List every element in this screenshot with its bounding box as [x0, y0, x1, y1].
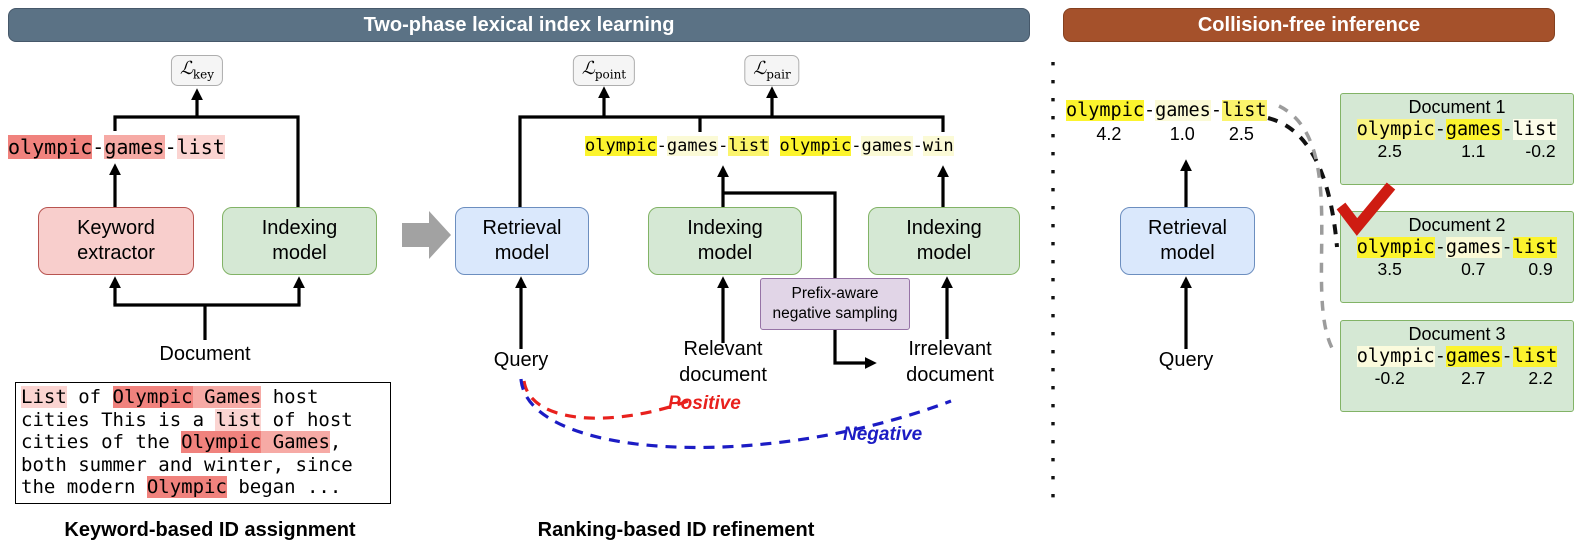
- query-score-olympic: 4.2: [1096, 124, 1122, 144]
- document-3-card: Document 3 olympic-games-list -0.2 2.7 2…: [1340, 320, 1574, 412]
- banner-two-phase-label: Two-phase lexical index learning: [363, 13, 675, 36]
- document-2-card: Document 2 olympic-games-list 3.5 0.7 0.…: [1340, 211, 1574, 303]
- document-2-id-text: olympic-games-list: [1356, 237, 1558, 258]
- banner-collision-free-label: Collision-free inference: [1197, 13, 1421, 36]
- indexing-model-box-2: Indexing model: [868, 207, 1020, 275]
- indexing-model-label: Indexing model: [261, 217, 338, 264]
- doc1-score-olympic: 2.5: [1377, 141, 1402, 161]
- loss-point-box: ℒpoint: [572, 55, 636, 86]
- query-id-text: olympic-games-list: [1066, 100, 1267, 121]
- doc3-score-list: 2.2: [1528, 368, 1553, 388]
- document-2-title: Document 2: [1408, 215, 1506, 235]
- indexing-model-box-1: Indexing model: [648, 207, 802, 275]
- document-3-scores: -0.2 2.7 2.2: [1341, 368, 1573, 389]
- irrelevant-document-label: Irrelevant document: [906, 338, 994, 386]
- loss-pair-sub: pair: [766, 67, 791, 82]
- doc2-score-list: 0.9: [1528, 259, 1553, 279]
- query-label-right: Query: [1158, 349, 1214, 371]
- document-3-title: Document 3: [1408, 324, 1506, 344]
- loss-point-symbol: ℒ: [581, 58, 595, 79]
- retrieval-model-box-right: Retrieval model: [1120, 207, 1255, 275]
- retrieval-model-box-middle: Retrieval model: [455, 207, 589, 275]
- positive-label: Positive: [668, 393, 741, 414]
- middle-bracket-line: [518, 115, 945, 208]
- query-label-middle: Query: [493, 349, 549, 371]
- loss-pair-symbol: ℒ: [753, 58, 767, 79]
- relevant-document-label: Relevant document: [679, 338, 767, 386]
- middle-id1-text: olympic-games-list: [585, 136, 770, 156]
- document-2-scores: 3.5 0.7 0.9: [1341, 259, 1573, 280]
- loss-key-box: ℒkey: [170, 55, 224, 86]
- match-doc3-dashed-curve: [1278, 104, 1335, 351]
- query-score-games: 1.0: [1169, 124, 1195, 144]
- doc3-score-olympic: -0.2: [1374, 368, 1405, 388]
- middle-id-row: olympic-games-list olympic-games-win: [585, 136, 954, 156]
- loss-key-sub: key: [192, 67, 215, 82]
- positive-dashed-curve: [522, 380, 695, 420]
- document-1-scores: 2.5 1.1 -0.2: [1341, 141, 1573, 162]
- doc1-score-list: -0.2: [1525, 141, 1556, 161]
- keyword-extractor-label: Keyword extractor: [77, 217, 155, 264]
- doc2-score-games: 0.7: [1461, 259, 1486, 279]
- loss-key-symbol: ℒ: [179, 58, 193, 79]
- loss-pair-box: ℒpair: [744, 55, 800, 86]
- negative-dashed-curve: [519, 378, 952, 450]
- id-space: [769, 136, 779, 156]
- document-label: Document: [159, 343, 251, 365]
- indexing-model-2-label: Indexing model: [906, 217, 982, 264]
- right-block-arrow-icon: [402, 211, 451, 259]
- doc1-score-games: 1.1: [1461, 141, 1486, 161]
- retrieval-model-right-label: Retrieval model: [1148, 217, 1227, 264]
- doc2-score-olympic: 3.5: [1377, 259, 1402, 279]
- middle-id2-text: olympic-games-win: [779, 136, 954, 156]
- match-doc2-dashed-curve: [1267, 116, 1339, 248]
- document-1-card: Document 1 olympic-games-list 2.5 1.1 -0…: [1340, 93, 1574, 185]
- loss-point-sub: point: [594, 67, 627, 82]
- keyword-extractor-box: Keyword extractor: [38, 207, 194, 275]
- left-bracket-line: [113, 115, 300, 208]
- prefix-aware-sampling-label: Prefix-aware negative sampling: [772, 284, 898, 322]
- banner-collision-free: Collision-free inference: [1063, 8, 1555, 42]
- left-doc-id-text: olympic-games-list: [8, 135, 225, 159]
- indexing-model-1-label: Indexing model: [687, 217, 763, 264]
- document-1-id-text: olympic-games-list: [1356, 119, 1558, 140]
- document-1-title: Document 1: [1408, 97, 1506, 117]
- document-3-id-text: olympic-games-list: [1356, 346, 1558, 367]
- query-score-list: 2.5: [1228, 124, 1254, 144]
- negative-label: Negative: [843, 424, 923, 445]
- doc3-score-games: 2.7: [1461, 368, 1486, 388]
- indexing-model-box-left: Indexing model: [222, 207, 377, 275]
- query-id-scores: 4.2 1.0 2.5: [1066, 124, 1270, 145]
- prefix-aware-sampling-box: Prefix-aware negative sampling: [760, 278, 910, 330]
- caption-keyword-id-assignment: Keyword-based ID assignment: [64, 519, 356, 541]
- banner-two-phase: Two-phase lexical index learning: [8, 8, 1030, 42]
- retrieval-model-label: Retrieval model: [482, 217, 562, 264]
- caption-ranking-id-refinement: Ranking-based ID refinement: [537, 519, 815, 541]
